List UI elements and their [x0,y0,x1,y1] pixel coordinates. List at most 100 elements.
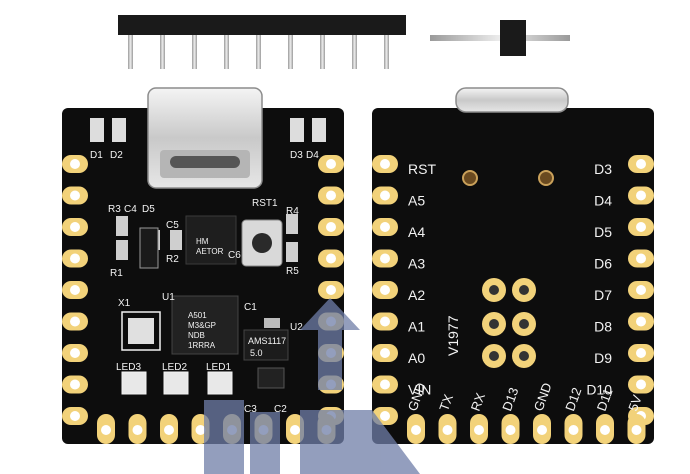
reset-button [241,219,283,267]
front-label-r2: R2 [166,254,179,265]
left-pin-label-a3: A3 [408,256,425,272]
pad-hole [70,379,80,390]
pad-hole [636,222,646,232]
left-pin-label-vin: VIN [408,382,431,398]
regulator-marking-1: AMS1117 [248,336,286,346]
pad-hole [568,425,579,435]
pad-hole [600,425,610,435]
pad-hole [380,222,390,232]
pad-hole [326,253,336,264]
header-pin [384,35,389,69]
pad-hole [636,285,646,295]
led-component [290,118,304,142]
status-led [121,371,147,395]
front-label-c3: C3 [244,404,257,415]
header-pin [224,35,229,69]
mcu-marking-3: NDB [188,331,205,340]
pad-hole [101,425,111,435]
passive-component [116,216,128,236]
pad-hole [380,411,390,421]
right-pin-label-d5: D5 [594,224,612,240]
header-pin [192,35,197,69]
led-component [90,118,104,142]
front-label-u1: U1 [162,292,175,303]
front-label-r4: R4 [286,206,299,217]
pad-hole [132,425,143,435]
right-pin-label-d8: D8 [594,319,612,335]
watermark [204,298,420,474]
front-label-c2: C2 [274,404,287,415]
pad-hole [636,190,646,201]
pad-hole [474,425,484,435]
front-label-c5: C5 [166,220,179,231]
front-label-d2: D2 [110,150,123,161]
left-pin-label-a4: A4 [408,224,425,240]
passive-component [286,242,298,262]
front-label-d5: D5 [142,204,155,215]
bottom-pin-label-d11: D11 [594,386,616,413]
led-component [312,118,326,142]
diode-component [139,227,159,269]
icsp-hole [519,319,529,329]
bottom-pin-label-tx: TX [436,392,456,413]
bottom-pin-label-5v: 5V [625,393,645,413]
mcu-marking-2: M3&GP [188,321,216,330]
pad-hole [380,348,390,358]
regulator-marking-2: 5.0 [250,348,263,358]
pad-hole [636,316,646,327]
header-pin [128,35,133,69]
front-label-led3: LED3 [116,362,141,373]
header-pin [352,35,357,69]
pad-hole [164,425,174,435]
board-version-label: V1977 [445,315,461,356]
bottom-pin-label-rx: RX [468,391,488,413]
pad-hole [70,253,80,264]
usb-c-connector-back [455,87,569,113]
pad-hole [70,316,80,327]
chip-marking-1: HM [196,237,209,246]
pad-hole [636,348,646,358]
back-board: V1977 RSTA5A4A3A2A1A0VIND3D4D5D6D7D8D9D1… [372,87,654,444]
pad-hole [380,253,390,264]
front-label-led2: LED2 [162,362,187,373]
pad-hole [70,159,80,169]
front-label-c6: C6 [228,250,241,261]
short-pin-header [430,20,570,56]
front-label-rst1: RST1 [252,198,278,209]
front-label-d1: D1 [90,150,103,161]
right-pin-label-d10: D10 [586,382,612,398]
chip-marking-2: AETOR [196,247,224,256]
pad-hole [326,190,336,201]
mcu-chip: A501 M3&GP NDB 1RRRA [171,295,239,355]
front-label-u2: U2 [290,322,303,333]
front-label-c4: C4 [124,204,137,215]
front-label-d4: D4 [306,150,319,161]
front-board: A501 M3&GP NDB 1RRRA HM AETOR AMS1117 5.… [62,87,344,444]
icsp-pads [482,278,536,368]
header-pin [320,35,325,69]
right-pin-label-d9: D9 [594,350,612,366]
pad-hole [636,159,646,169]
front-label-c1: C1 [244,302,257,313]
pad-hole [411,425,421,435]
pad-hole [380,190,390,201]
crystal-oscillator [121,311,161,351]
right-pin-label-d3: D3 [594,161,612,177]
mcu-marking-1: A501 [188,311,207,320]
front-label-led1: LED1 [206,362,231,373]
pad-hole [380,285,390,295]
pad-hole [70,411,80,421]
pad-hole [70,222,80,232]
usb-serial-chip: HM AETOR [185,215,237,265]
front-label-r1: R1 [110,268,123,279]
led-component [112,118,126,142]
passive-component [286,214,298,234]
pad-hole [326,159,336,169]
pad-hole [380,379,390,390]
pad-hole [636,379,646,390]
left-pin-label-a0: A0 [408,350,425,366]
header-pin [160,35,165,69]
usb-c-connector [147,87,263,189]
pad-hole [70,285,80,295]
